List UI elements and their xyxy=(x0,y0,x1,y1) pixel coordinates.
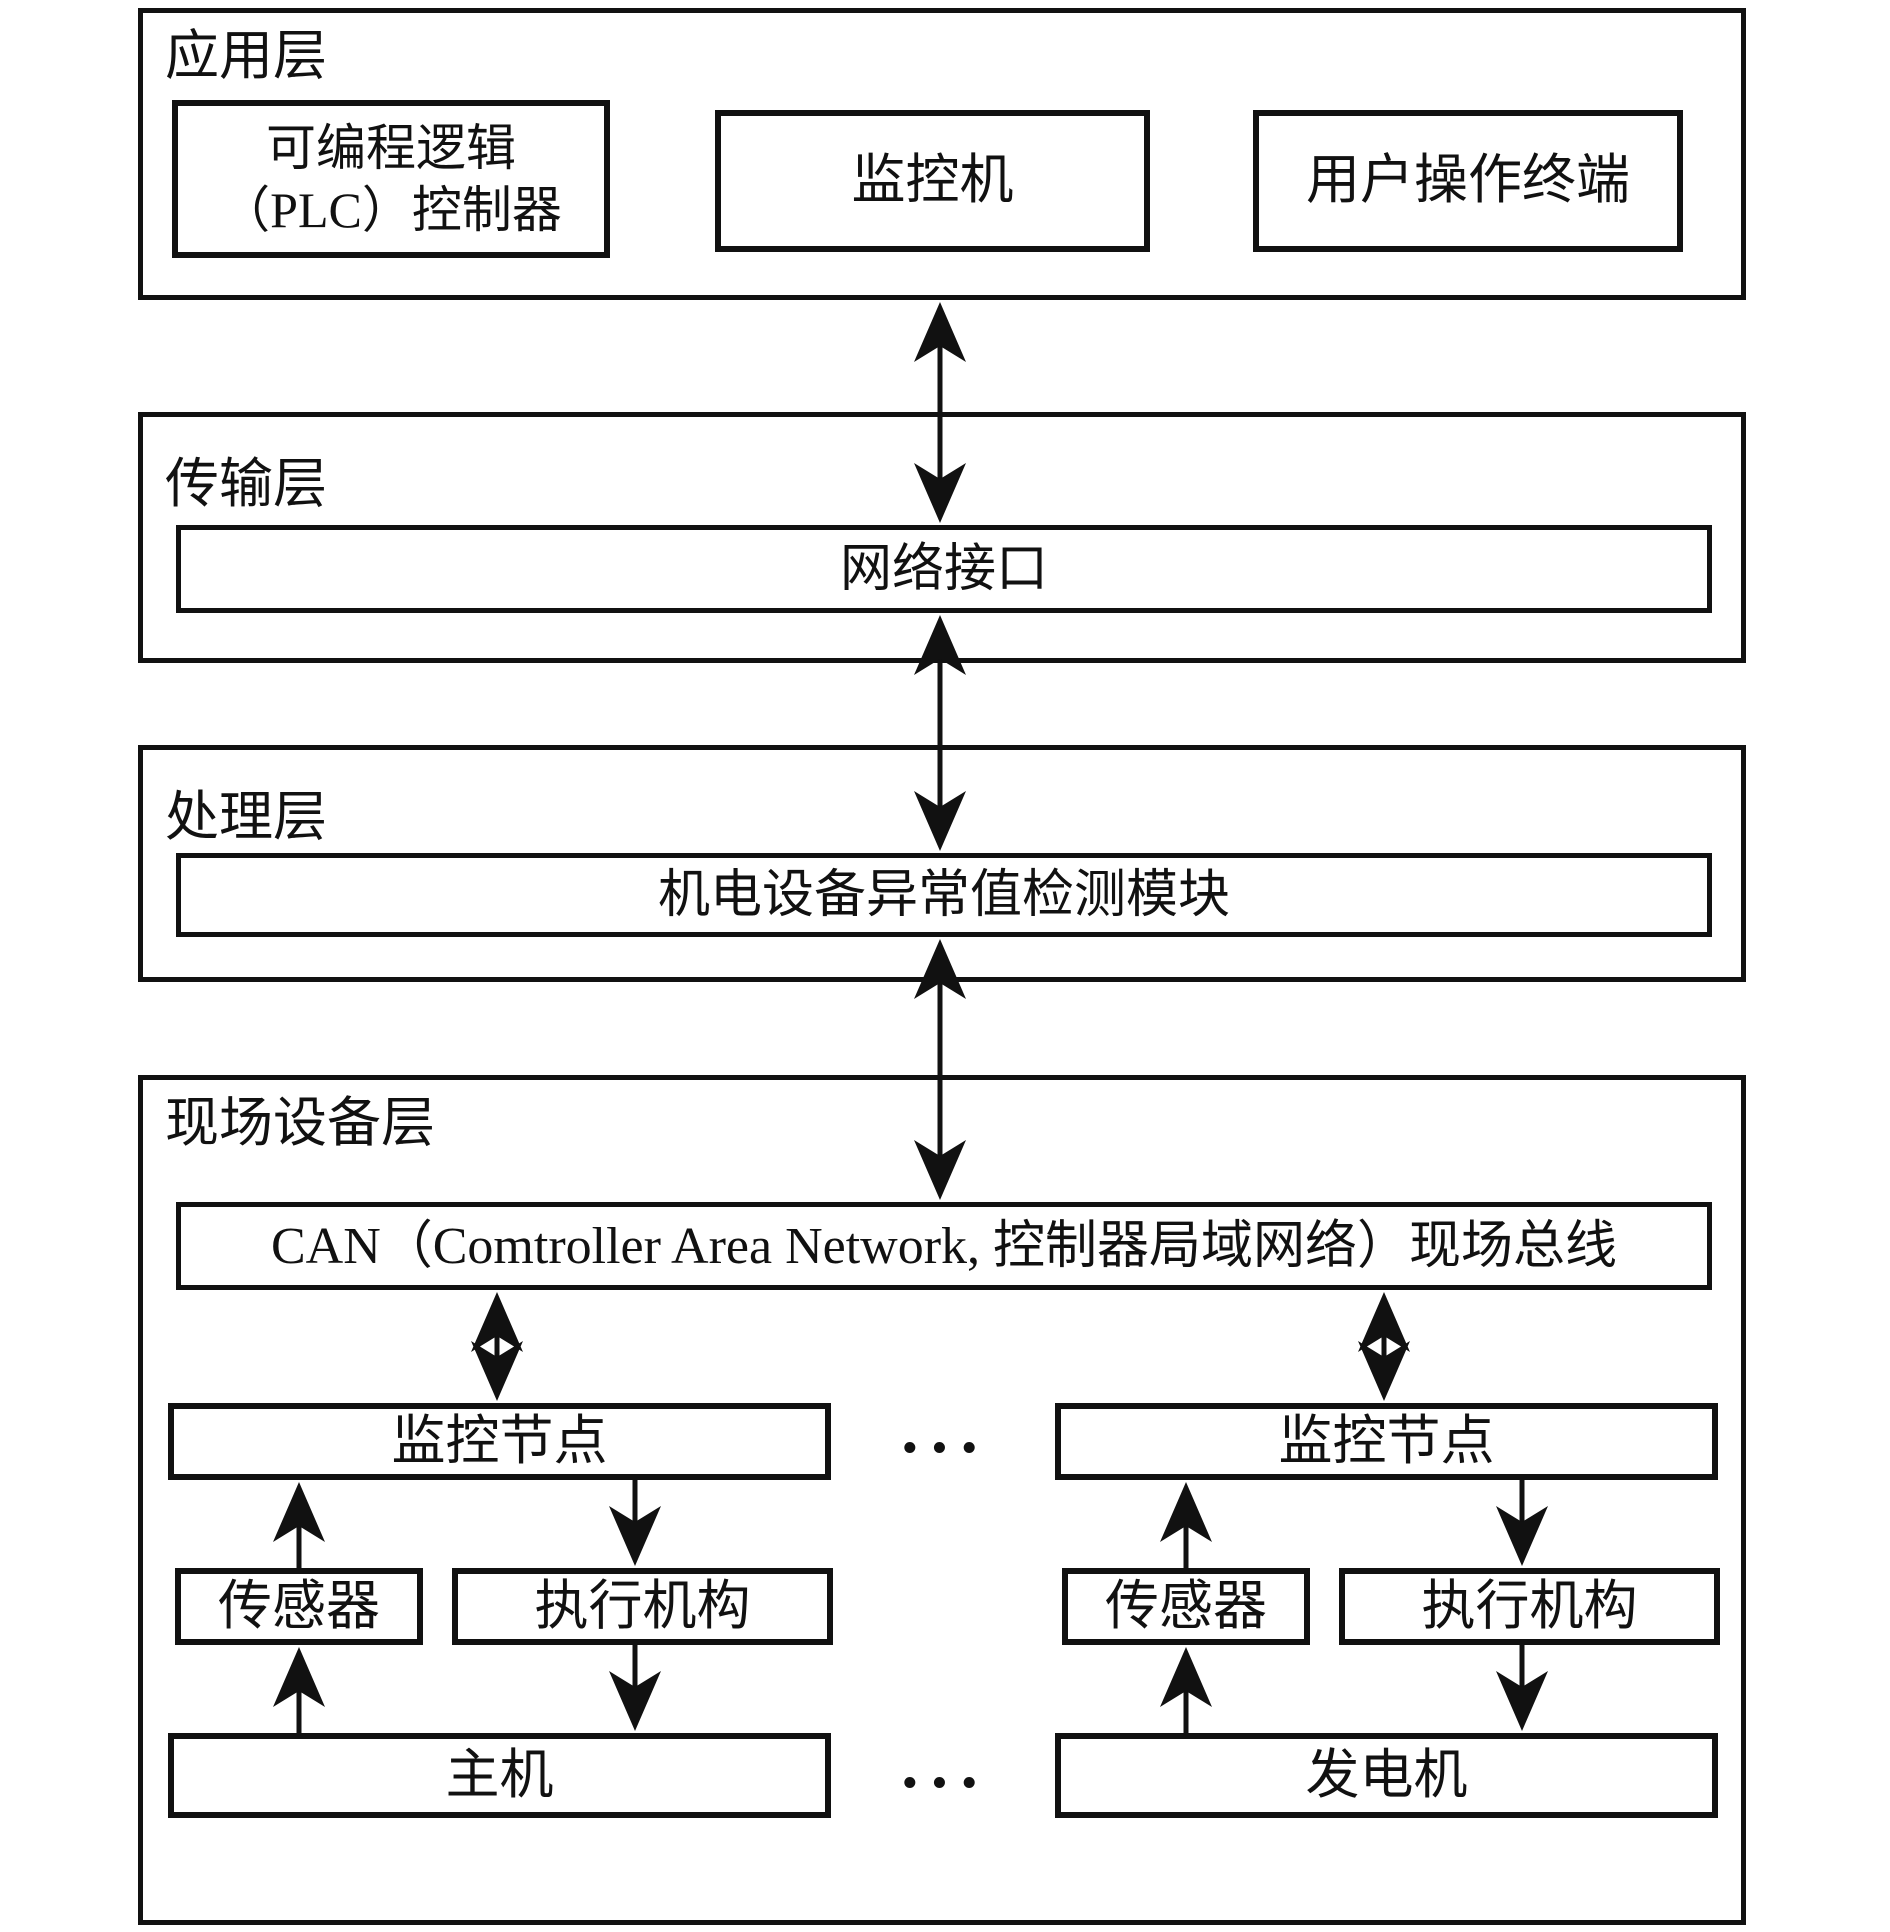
sensor-right-label: 传感器 xyxy=(1105,1575,1267,1636)
layer-transport-label: 传输层 xyxy=(165,454,327,514)
monitor-node-right-box: 监控节点 xyxy=(1055,1403,1718,1480)
monitor-computer-label: 监控机 xyxy=(851,150,1014,211)
layer-application-label: 应用层 xyxy=(165,26,327,86)
user-terminal-label: 用户操作终端 xyxy=(1306,150,1630,211)
plc-controller-line2: （PLC）控制器 xyxy=(220,182,562,238)
layer-field-devices-label: 现场设备层 xyxy=(165,1093,435,1153)
actuator-right-box: 执行机构 xyxy=(1339,1568,1720,1645)
can-fieldbus-box: CAN（Comtroller Area Network, 控制器局域网络）现场总… xyxy=(176,1202,1712,1290)
sensor-right-box: 传感器 xyxy=(1062,1568,1310,1645)
layer-application: 应用层 xyxy=(138,8,1746,300)
main-engine-label: 主机 xyxy=(445,1744,554,1805)
monitor-node-left-box: 监控节点 xyxy=(168,1403,831,1480)
anomaly-detection-module-label: 机电设备异常值检测模块 xyxy=(657,866,1230,924)
can-fieldbus-label: CAN（Comtroller Area Network, 控制器局域网络）现场总… xyxy=(270,1217,1618,1275)
actuator-right-label: 执行机构 xyxy=(1421,1575,1638,1636)
layer-processing-label: 处理层 xyxy=(165,787,327,847)
generator-box: 发电机 xyxy=(1055,1733,1718,1818)
plc-controller-line1: 可编程逻辑 xyxy=(266,119,516,176)
plc-controller-box: 可编程逻辑 （PLC）控制器 xyxy=(172,100,610,258)
anomaly-detection-module-box: 机电设备异常值检测模块 xyxy=(176,853,1712,937)
monitor-node-right-label: 监控节点 xyxy=(1278,1410,1495,1471)
actuator-left-label: 执行机构 xyxy=(534,1575,751,1636)
sensor-left-box: 传感器 xyxy=(175,1568,423,1645)
sensor-left-label: 传感器 xyxy=(218,1575,380,1636)
ellipsis-nodes: ··· xyxy=(898,1408,988,1485)
generator-label: 发电机 xyxy=(1305,1744,1468,1805)
network-interface-box: 网络接口 xyxy=(176,525,1712,613)
actuator-left-box: 执行机构 xyxy=(452,1568,833,1645)
user-terminal-box: 用户操作终端 xyxy=(1253,110,1683,252)
network-interface-label: 网络接口 xyxy=(839,540,1048,598)
monitor-computer-box: 监控机 xyxy=(715,110,1150,252)
ellipsis-devices: ··· xyxy=(898,1743,988,1820)
monitor-node-left-label: 监控节点 xyxy=(391,1410,608,1471)
main-engine-box: 主机 xyxy=(168,1733,831,1818)
